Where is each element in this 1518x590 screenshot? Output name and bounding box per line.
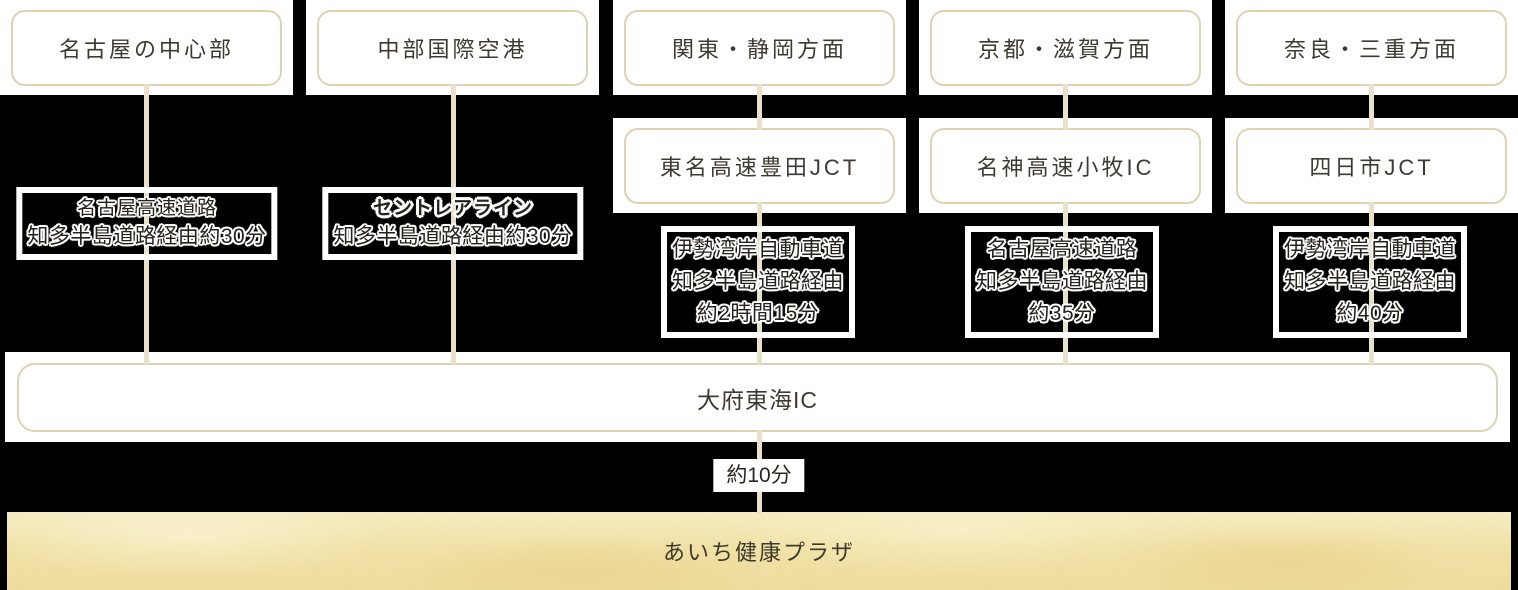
route-duration: 知多半島道路経由約30分 xyxy=(27,225,267,248)
route-label-kanto: 伊勢湾岸自動車道 知多半島道路経由 約2時間15分 xyxy=(661,226,855,338)
origin-label: 京都・滋賀方面 xyxy=(930,10,1201,86)
interchange-box-obu-tokai-ic: 大府東海IC xyxy=(5,352,1510,442)
origin-box-kanto-shizuoka: 関東・静岡方面 xyxy=(613,0,906,95)
connector-line-kanto-lower xyxy=(757,202,762,364)
junction-box-komaki-ic: 名神高速小牧IC xyxy=(919,118,1212,213)
origin-label: 中部国際空港 xyxy=(317,10,588,86)
junction-label: 東名高速豊田JCT xyxy=(624,128,895,204)
connector-line-kyoto-lower xyxy=(1063,202,1068,364)
route-label-nagoya-center: 名古屋高速道路 知多半島道路経由約30分 xyxy=(16,187,278,260)
origin-label: 奈良・三重方面 xyxy=(1236,10,1507,86)
route-road-name: 伊勢湾岸自動車道 xyxy=(1284,238,1456,261)
connector-line-nagoya-center xyxy=(144,84,149,364)
route-duration: 約40分 xyxy=(1336,302,1404,325)
route-road-name: セントレアライン xyxy=(372,198,534,219)
connector-line-kanto-upper xyxy=(757,84,762,130)
origin-label: 名古屋の中心部 xyxy=(11,10,282,86)
route-label-centrair: セントレアライン 知多半島道路経由約30分 xyxy=(322,187,584,260)
route-label-nara: 伊勢湾岸自動車道 知多半島道路経由 約40分 xyxy=(1273,226,1467,338)
interchange-label: 大府東海IC xyxy=(17,363,1498,432)
route-road-name: 名古屋高速道路 xyxy=(986,238,1138,261)
connector-line-centrair xyxy=(451,84,456,364)
origin-box-kyoto-shiga: 京都・滋賀方面 xyxy=(919,0,1212,95)
origin-box-nara-mie: 奈良・三重方面 xyxy=(1225,0,1518,95)
route-via: 知多半島道路経由 xyxy=(976,270,1148,293)
origin-box-nagoya-center: 名古屋の中心部 xyxy=(0,0,293,95)
junction-box-toyota-jct: 東名高速豊田JCT xyxy=(613,118,906,213)
route-duration: 知多半島道路経由約30分 xyxy=(333,225,573,248)
connector-line-nara-upper xyxy=(1369,84,1374,130)
route-duration: 約35分 xyxy=(1028,302,1096,325)
origin-label: 関東・静岡方面 xyxy=(624,10,895,86)
junction-box-yokkaichi-jct: 四日市JCT xyxy=(1225,118,1518,213)
final-duration-chip: 約10分 xyxy=(713,459,805,492)
route-road-name: 名古屋高速道路 xyxy=(76,198,218,219)
destination-label: あいち健康プラザ xyxy=(662,540,855,565)
junction-label: 名神高速小牧IC xyxy=(930,128,1201,204)
origin-box-centrair-airport: 中部国際空港 xyxy=(306,0,599,95)
destination-banner: あいち健康プラザ xyxy=(7,512,1511,590)
route-via: 知多半島道路経由 xyxy=(672,270,844,293)
connector-line-nara-lower xyxy=(1369,202,1374,364)
junction-label: 四日市JCT xyxy=(1236,128,1507,204)
route-label-kyoto: 名古屋高速道路 知多半島道路経由 約35分 xyxy=(965,226,1159,338)
route-road-name: 伊勢湾岸自動車道 xyxy=(672,238,844,261)
route-via: 知多半島道路経由 xyxy=(1284,270,1456,293)
connector-line-kyoto-upper xyxy=(1063,84,1068,130)
route-duration: 約2時間15分 xyxy=(696,302,820,325)
